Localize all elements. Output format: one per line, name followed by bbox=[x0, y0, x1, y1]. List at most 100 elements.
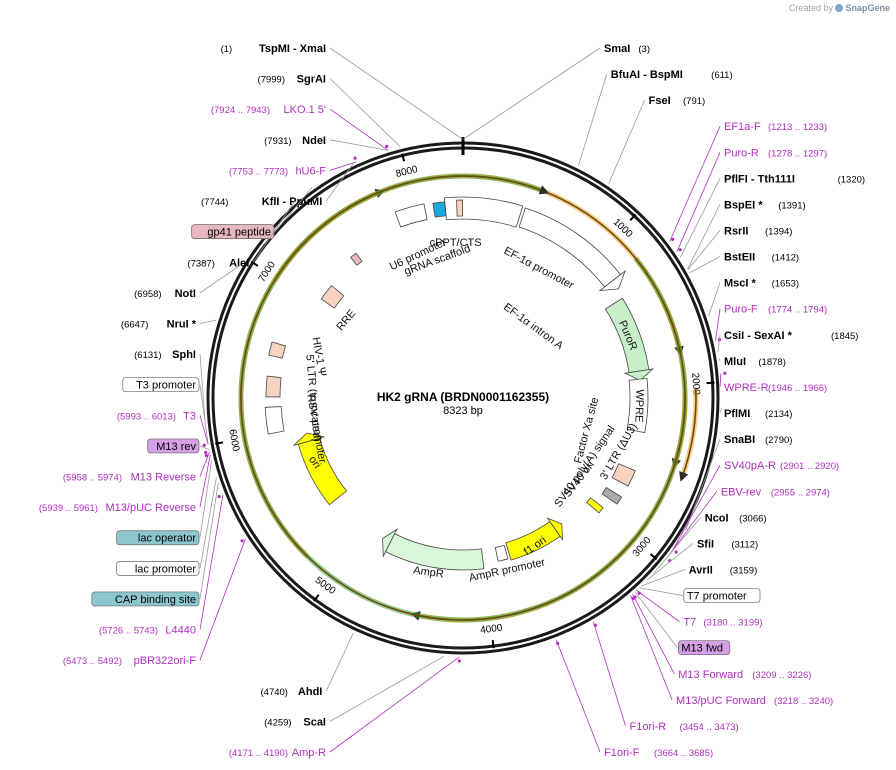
site-leader-line bbox=[555, 639, 601, 753]
primer-site-label[interactable]: L4440(5726 .. 5743) bbox=[99, 625, 196, 637]
primer-site-label[interactable]: M13/pUC Reverse(5939 .. 5961) bbox=[39, 502, 196, 514]
primer-site-label[interactable]: pBR322ori-F(5473 .. 5492) bbox=[63, 655, 196, 667]
site-name: WPRE-R bbox=[724, 382, 769, 394]
site-name: AleI bbox=[229, 257, 249, 269]
primer-site-label[interactable]: Puro-R(1278 .. 1297) bbox=[724, 147, 827, 159]
primer-site-label[interactable]: SV40pA-R(2901 .. 2920) bbox=[724, 460, 839, 472]
orange-arc-2000b-line bbox=[679, 389, 697, 482]
site-leader-line bbox=[636, 589, 680, 622]
feature-box-label[interactable]: lac operator bbox=[116, 530, 200, 546]
site-leader-line bbox=[199, 415, 209, 445]
site-position: (6131) bbox=[134, 350, 161, 361]
scale-tick bbox=[313, 594, 320, 602]
site-name: CAP binding site bbox=[115, 594, 196, 606]
enzyme-site-label[interactable]: MscI *(1653) bbox=[724, 278, 799, 290]
label-box bbox=[683, 588, 761, 603]
enzyme-site-label[interactable]: AvrII(3159) bbox=[689, 564, 757, 576]
primer-site-label[interactable]: WPRE-R(1946 .. 1966) bbox=[724, 382, 827, 394]
enzyme-site-label[interactable]: PflMI (2134) bbox=[724, 408, 792, 420]
site-leader-line bbox=[687, 204, 721, 270]
feature-box-label[interactable]: CAP binding site bbox=[91, 591, 200, 607]
f1ori-head bbox=[546, 517, 563, 541]
site-position: (2134) bbox=[765, 409, 792, 420]
site-position: (1412) bbox=[772, 253, 799, 264]
site-position: (3066) bbox=[739, 513, 766, 524]
site-leader-line bbox=[687, 230, 721, 270]
site-leader-line bbox=[199, 460, 213, 538]
primer-site-label[interactable]: hU6-F(7753 .. 7773) bbox=[229, 165, 326, 177]
primer-site-label[interactable]: Amp-R(4171 .. 4190) bbox=[229, 747, 326, 759]
enzyme-site-label[interactable]: KflI - PpuMI(7744) bbox=[201, 196, 322, 208]
enzyme-site-label[interactable]: MluI(1878) bbox=[724, 356, 786, 368]
wpre-box bbox=[626, 377, 649, 434]
site-leader-line bbox=[329, 108, 389, 151]
site-leader-line bbox=[719, 408, 723, 414]
feature-box-label[interactable]: T3 promoter bbox=[122, 377, 200, 393]
primer-site-label[interactable]: T3(5993 .. 6013) bbox=[117, 410, 196, 422]
enzyme-site-label[interactable]: BfuAI - BspMI(611) bbox=[611, 69, 733, 81]
enzyme-site-label[interactable]: SnaBI(2790) bbox=[724, 434, 792, 446]
feature-box-label[interactable]: M13 fwd bbox=[678, 640, 731, 656]
primer-mark bbox=[204, 450, 208, 455]
primer-mark bbox=[637, 591, 641, 595]
primer-site-label[interactable]: LKO.1 5'(7924 .. 7943) bbox=[211, 104, 326, 116]
site-leader-line bbox=[199, 384, 209, 444]
scale-tick bbox=[491, 640, 495, 649]
credit-prefix: Created by bbox=[788, 3, 833, 13]
primer-site-label[interactable]: F1ori-R(3454 .. 3473) bbox=[630, 721, 739, 733]
feature-label: WPRE bbox=[632, 389, 645, 422]
primer-site-label[interactable]: Puro-F(1774 .. 1794) bbox=[724, 304, 827, 316]
site-name: PflMI bbox=[724, 408, 750, 420]
enzyme-site-label[interactable]: NotI(6958) bbox=[134, 288, 196, 300]
enzyme-site-label[interactable]: SmaI(3) bbox=[604, 43, 650, 55]
enzyme-site-label[interactable]: NcoI(3066) bbox=[705, 512, 767, 524]
enzyme-site-label[interactable]: BstEII(1412) bbox=[724, 252, 799, 264]
ori-head bbox=[293, 432, 325, 446]
site-name: CsiI - SexAI * bbox=[724, 330, 793, 342]
site-leader-line bbox=[325, 163, 354, 202]
site-position: (1653) bbox=[772, 279, 799, 290]
plasmid-size: 8323 bp bbox=[443, 405, 483, 417]
enzyme-site-label[interactable]: TspMI - XmaI(1) bbox=[221, 43, 326, 55]
feature-box-label[interactable]: gp41 peptide bbox=[191, 224, 275, 240]
enzyme-site-label[interactable]: PflFI - Tth111I(1320) bbox=[724, 173, 865, 185]
enzyme-site-label[interactable]: NdeI(7931) bbox=[264, 135, 326, 147]
backbone-circle bbox=[206, 137, 720, 655]
primer-site-label[interactable]: F1ori-F(3664 .. 3685) bbox=[604, 747, 713, 759]
site-name: MluI bbox=[724, 356, 746, 368]
primer-mark bbox=[457, 659, 461, 663]
primer-mark bbox=[556, 641, 560, 645]
ef1a-promoter-head bbox=[598, 269, 626, 292]
enzyme-site-label[interactable]: AleI (7387) bbox=[187, 257, 249, 269]
enzyme-site-label[interactable]: FseI(791) bbox=[649, 95, 706, 107]
primer-site-label[interactable]: M13 Forward(3209 .. 3226) bbox=[678, 669, 811, 681]
enzyme-site-label[interactable]: SfiI(3112) bbox=[697, 538, 758, 550]
enzyme-site-label[interactable]: AhdI(4740) bbox=[261, 686, 323, 698]
grna-scaffold-arrow bbox=[432, 201, 447, 218]
primer-site-label[interactable]: T7(3180 .. 3199) bbox=[683, 617, 762, 629]
enzyme-site-label[interactable]: SphI (6131) bbox=[134, 349, 196, 361]
enzyme-site-label[interactable]: ScaI(4259) bbox=[264, 716, 326, 728]
site-leader-line bbox=[647, 543, 694, 581]
site-position: (3454 .. 3473) bbox=[680, 722, 739, 733]
enzyme-site-label[interactable]: CsiI - SexAI *(1845) bbox=[724, 330, 858, 342]
primer-site-label[interactable]: M13/pUC Forward(3218 .. 3240) bbox=[676, 695, 833, 707]
site-position: (3) bbox=[638, 44, 650, 55]
enzyme-site-label[interactable]: NruI *(6647) bbox=[121, 318, 197, 330]
plasmid-name: HK2 gRNA (BRDN0001162355) bbox=[377, 390, 549, 404]
primer-site-label[interactable]: EF1a-F(1213 .. 1233) bbox=[724, 121, 827, 133]
feature-box-label[interactable]: T7 promoter bbox=[683, 588, 761, 603]
primer-site-label[interactable]: EBV-rev(2955 .. 2974) bbox=[721, 486, 830, 498]
f1ori-arrow bbox=[505, 520, 561, 561]
enzyme-site-label[interactable]: RsrII(1394) bbox=[724, 226, 792, 238]
site-name: SphI bbox=[172, 349, 196, 361]
enzyme-site-label[interactable]: BspEI *(1391) bbox=[724, 199, 806, 211]
enzyme-site-label[interactable]: SgrAI(7999) bbox=[258, 74, 326, 86]
site-position: (7387) bbox=[187, 258, 214, 269]
feature-box-label[interactable]: lac promoter bbox=[116, 560, 200, 576]
primer-site-label[interactable]: M13 Reverse(5958 .. 5974) bbox=[63, 472, 196, 484]
feature-box-label[interactable]: M13 rev bbox=[147, 438, 200, 454]
label-box bbox=[116, 560, 200, 576]
site-name: ScaI bbox=[303, 716, 326, 728]
